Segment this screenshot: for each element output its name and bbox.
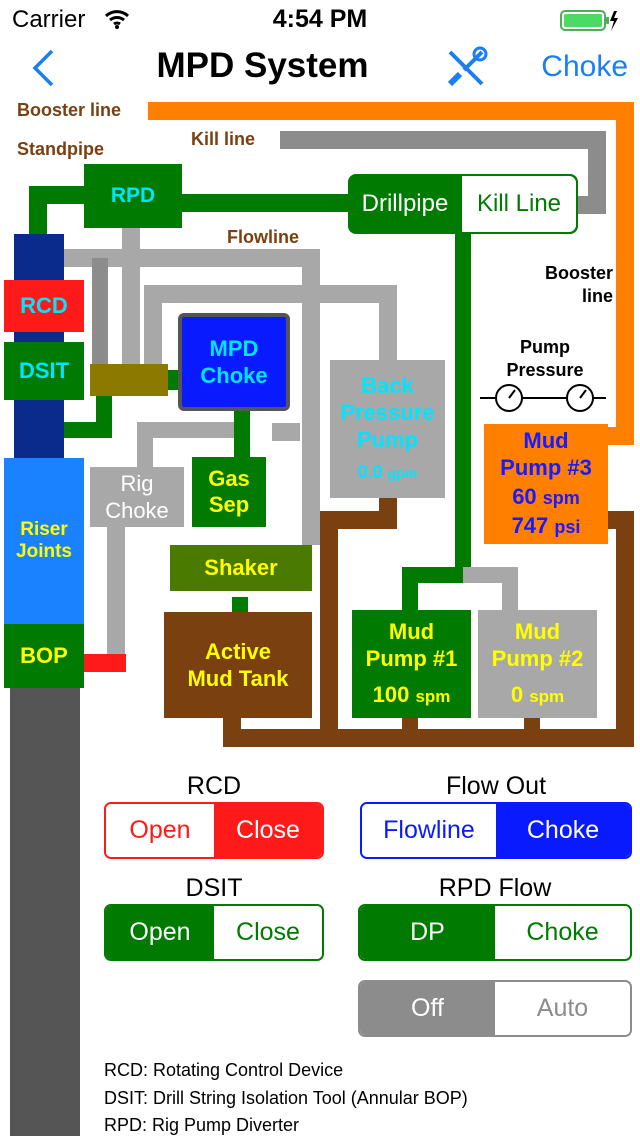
flow-out-segmented-control[interactable]: Flowline Choke bbox=[360, 802, 632, 859]
booster-line-label: Booster line bbox=[17, 100, 122, 120]
carrier-label: Carrier bbox=[12, 6, 86, 33]
status-bar: Carrier 4:54 PM bbox=[0, 0, 640, 40]
kill-line-option[interactable]: Kill Line bbox=[462, 176, 576, 232]
mud-pump-2-rate: 0 spm bbox=[510, 682, 565, 707]
mud-pump-3-pressure: 747 psi bbox=[511, 513, 581, 538]
legend-item: RCD: Rotating Control Device bbox=[104, 1060, 344, 1080]
legend-item: DSIT: Drill String Isolation Tool (Annul… bbox=[104, 1088, 468, 1108]
riser-joints-component: Riser Joints bbox=[4, 458, 84, 624]
mode-segmented-control[interactable]: Off Auto bbox=[358, 980, 632, 1037]
gas-separator-component[interactable]: Gas Sep bbox=[192, 457, 266, 527]
dsit-open-option[interactable]: Open bbox=[106, 906, 214, 959]
rcd-segmented-control[interactable]: Open Close bbox=[104, 802, 324, 859]
back-pressure-rate: 0.0 gpm bbox=[357, 461, 418, 482]
mpd-choke-component[interactable]: MPD Choke bbox=[178, 313, 290, 411]
mud-pump-3-component[interactable]: Mud Pump #3 60 spm 747 psi bbox=[484, 424, 608, 544]
drillpipe-option[interactable]: Drillpipe bbox=[361, 190, 449, 217]
back-pressure-pump-component[interactable]: Back Pressure Pump 0.0 gpm bbox=[330, 360, 445, 498]
dsit-segmented-control[interactable]: Open Close bbox=[104, 904, 324, 961]
tools-icon[interactable] bbox=[444, 46, 488, 90]
standpipe-label: Standpipe bbox=[17, 139, 105, 159]
rpd-component[interactable]: RPD bbox=[84, 164, 182, 228]
bop-component[interactable]: BOP bbox=[4, 624, 84, 688]
flow-out-flowline-option[interactable]: Flowline bbox=[362, 804, 496, 857]
active-mud-tank-component: Active Mud Tank bbox=[164, 612, 312, 718]
rpd-flow-segmented-control[interactable]: DP Choke bbox=[358, 904, 632, 961]
rcd-open-option[interactable]: Open bbox=[106, 804, 214, 857]
mud-pump-2-component[interactable]: Mud Pump #2 0 spm bbox=[478, 610, 597, 718]
pump-pressure-label: Pump Pressure bbox=[506, 337, 584, 380]
dsit-control-title: DSIT bbox=[185, 874, 243, 902]
page-title: MPD System bbox=[156, 46, 369, 85]
mode-auto-option[interactable]: Auto bbox=[495, 982, 630, 1035]
dsit-close-option[interactable]: Close bbox=[214, 906, 322, 959]
wifi-icon bbox=[104, 10, 130, 29]
mpd-diagram-pipes bbox=[29, 102, 634, 747]
back-chevron-icon[interactable] bbox=[30, 48, 56, 88]
legend-item: RPD: Rig Pump Diverter bbox=[104, 1115, 300, 1135]
mud-pump-3-rate: 60 spm bbox=[512, 484, 580, 509]
shaker-component[interactable]: Shaker bbox=[170, 545, 312, 591]
booster-line-right-label: Booster line bbox=[544, 263, 613, 306]
manifold-block bbox=[90, 364, 168, 396]
rpd-flow-dp-option[interactable]: DP bbox=[360, 906, 495, 959]
flow-out-choke-option[interactable]: Choke bbox=[496, 804, 630, 857]
rig-choke-component[interactable]: Rig Choke bbox=[90, 467, 184, 527]
rcd-close-option[interactable]: Close bbox=[214, 804, 322, 857]
rpd-flow-choke-option[interactable]: Choke bbox=[495, 906, 630, 959]
choke-nav-button[interactable]: Choke bbox=[541, 50, 628, 83]
flowline-label: Flowline bbox=[227, 227, 299, 247]
kill-line-label: Kill line bbox=[191, 129, 256, 149]
navigation-bar: MPD System Choke bbox=[0, 40, 640, 96]
rpd-flow-control-title: RPD Flow bbox=[438, 874, 552, 902]
rcd-component[interactable]: RCD bbox=[4, 280, 84, 332]
flow-out-control-title: Flow Out bbox=[445, 772, 547, 800]
mud-pump-1-rate: 100 spm bbox=[372, 682, 451, 707]
drillpipe-killline-switch[interactable]: Drillpipe Kill Line bbox=[348, 174, 578, 234]
rcd-control-title: RCD bbox=[186, 772, 242, 800]
dsit-component[interactable]: DSIT bbox=[4, 342, 84, 400]
battery-charging-icon bbox=[560, 10, 618, 31]
status-time: 4:54 PM bbox=[272, 5, 368, 33]
casing-column bbox=[10, 688, 80, 1136]
mud-pump-1-component[interactable]: Mud Pump #1 100 spm bbox=[352, 610, 471, 718]
mode-off-option[interactable]: Off bbox=[360, 982, 495, 1035]
